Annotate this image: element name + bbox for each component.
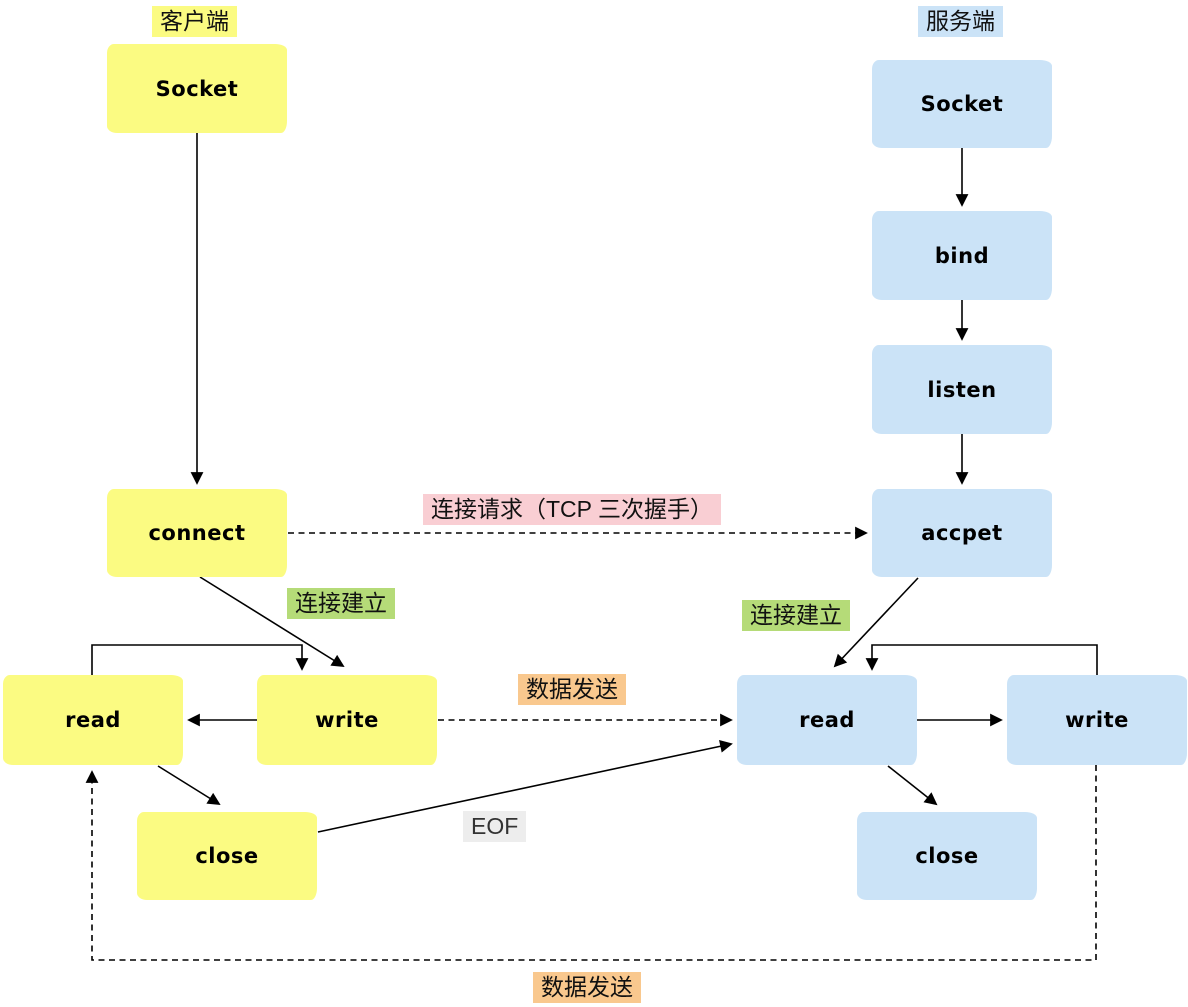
- node-label: close: [915, 844, 979, 868]
- node-label: connect: [148, 521, 246, 545]
- arrow-server-read-to-close: [887, 765, 938, 806]
- node-label: write: [315, 708, 379, 732]
- node-client-write: write: [257, 675, 437, 765]
- node-server-read: read: [737, 675, 917, 765]
- arrow-accpet-to-server-read: [833, 577, 919, 668]
- node-server-bind: bind: [872, 211, 1052, 300]
- node-server-close: close: [857, 812, 1037, 900]
- annotation-connect-request: 连接请求（TCP 三次握手）: [423, 494, 721, 525]
- node-server-socket: Socket: [872, 60, 1052, 148]
- loop-server-write-to-read: [865, 644, 1098, 675]
- node-label: bind: [934, 243, 990, 268]
- loop-server-write-to-client-read-dashed: [85, 765, 1097, 961]
- arrow-connect-to-client-write: [199, 576, 345, 668]
- node-label: write: [1065, 708, 1129, 732]
- node-label: Socket: [920, 92, 1004, 116]
- node-server-listen: listen: [872, 345, 1052, 434]
- annotation-eof: EOF: [463, 811, 527, 842]
- arrow-client-read-to-close: [157, 765, 221, 806]
- annotation-established-server: 连接建立: [742, 600, 850, 631]
- node-label: listen: [927, 377, 997, 402]
- node-label: close: [195, 844, 259, 868]
- node-label: read: [65, 708, 121, 732]
- arrow-client-close-to-server-read-eof: [317, 740, 733, 833]
- client-header: 客户端: [152, 6, 237, 37]
- node-server-accpet: accpet: [872, 489, 1052, 577]
- annotation-data-send-mid: 数据发送: [518, 674, 626, 705]
- node-client-read: read: [3, 675, 183, 765]
- node-label: read: [799, 708, 855, 732]
- annotation-data-send-bottom: 数据发送: [533, 972, 641, 1003]
- node-client-close: close: [137, 812, 317, 900]
- node-client-connect: connect: [107, 489, 287, 577]
- server-header: 服务端: [918, 6, 1003, 37]
- node-label: Socket: [155, 76, 239, 101]
- node-client-socket: Socket: [107, 44, 287, 133]
- node-label: accpet: [921, 521, 1003, 545]
- loop-client-read-to-write: [91, 644, 309, 675]
- node-server-write: write: [1007, 675, 1187, 765]
- annotation-established-client: 连接建立: [287, 588, 395, 619]
